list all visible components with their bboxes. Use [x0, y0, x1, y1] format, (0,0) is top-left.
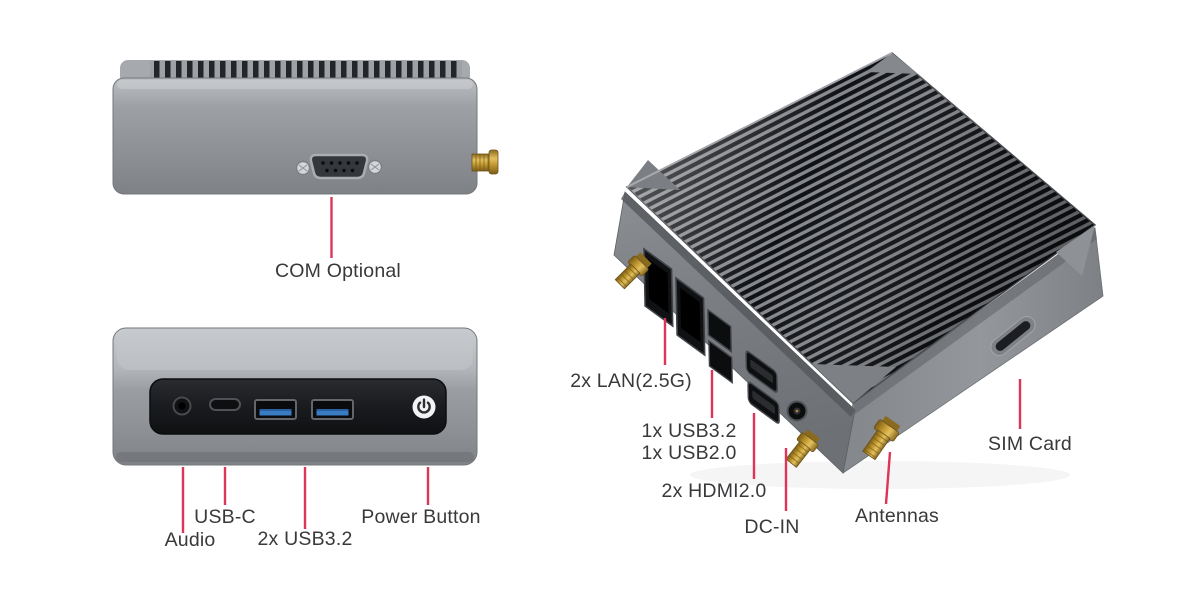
- heatsink-corner-right: [1056, 225, 1095, 276]
- label-sim-card: SIM Card: [988, 433, 1072, 455]
- hdmi-port-2: [747, 381, 780, 424]
- label-hdmi: 2x HDMI2.0: [661, 480, 767, 502]
- port-face-overhang-shadow: [621, 192, 855, 417]
- dc-in-jack: [786, 400, 808, 422]
- antenna-connector-left: [614, 252, 652, 290]
- label-dc-in: DC-IN: [744, 516, 800, 538]
- heatsink-corner-left: [627, 160, 680, 190]
- rear-top-highlight: [117, 80, 473, 89]
- usb-a-port-1: [254, 399, 297, 420]
- front-view-photo: [112, 327, 478, 466]
- usb2-side-port: [708, 339, 733, 384]
- label-com-optional: COM Optional: [275, 260, 401, 282]
- right-face-overhang-shadow: [853, 228, 1097, 414]
- side-heatsink-top: [625, 52, 1097, 404]
- label-antennas: Antennas: [855, 505, 939, 527]
- label-lan: 2x LAN(2.5G): [570, 370, 692, 392]
- antennas-leader-line: [884, 451, 892, 505]
- usb3-side-port: [707, 308, 732, 353]
- front-bottom-edge: [116, 452, 474, 462]
- com-connector-shell: [309, 153, 369, 180]
- com-port-db9: [295, 153, 383, 180]
- front-top-face: [117, 330, 473, 370]
- lan-port-2: [675, 276, 706, 357]
- antenna-connector-middle: [785, 429, 820, 468]
- side-view-photo: [613, 52, 1104, 489]
- label-usb32-side: 1x USB3.2: [641, 420, 737, 442]
- front-io-panel: [149, 378, 447, 435]
- rear-view-photo: [112, 60, 499, 195]
- power-icon: [417, 398, 431, 414]
- rear-heatsink-fins: [150, 61, 462, 82]
- usb-a-port-2: [311, 399, 354, 420]
- antenna-connector-right: [862, 415, 901, 461]
- label-power-button: Power Button: [361, 506, 481, 528]
- lan-port-1: [643, 247, 674, 328]
- label-audio: Audio: [164, 529, 216, 551]
- heatsink-corner-front: [812, 364, 896, 403]
- rear-body: [112, 77, 478, 195]
- usb-c-port: [209, 398, 241, 411]
- hdmi-port-1: [745, 350, 778, 393]
- sim-card-slot: [990, 315, 1036, 357]
- label-usb-c: USB-C: [194, 506, 256, 528]
- leader-lines: [181, 197, 1022, 533]
- com-pins: [321, 161, 359, 173]
- heatsink-lit-edge: [626, 52, 893, 188]
- heatsink-corner-top: [866, 53, 918, 74]
- rear-antenna-connector: [471, 149, 499, 175]
- com-screw-left-cross: [298, 164, 308, 172]
- audio-jack: [172, 396, 192, 416]
- power-button: [412, 395, 436, 419]
- label-usb20-side: 1x USB2.0: [641, 442, 737, 464]
- com-screw-right-cross: [370, 163, 380, 171]
- label-usb32-front: 2x USB3.2: [257, 528, 353, 550]
